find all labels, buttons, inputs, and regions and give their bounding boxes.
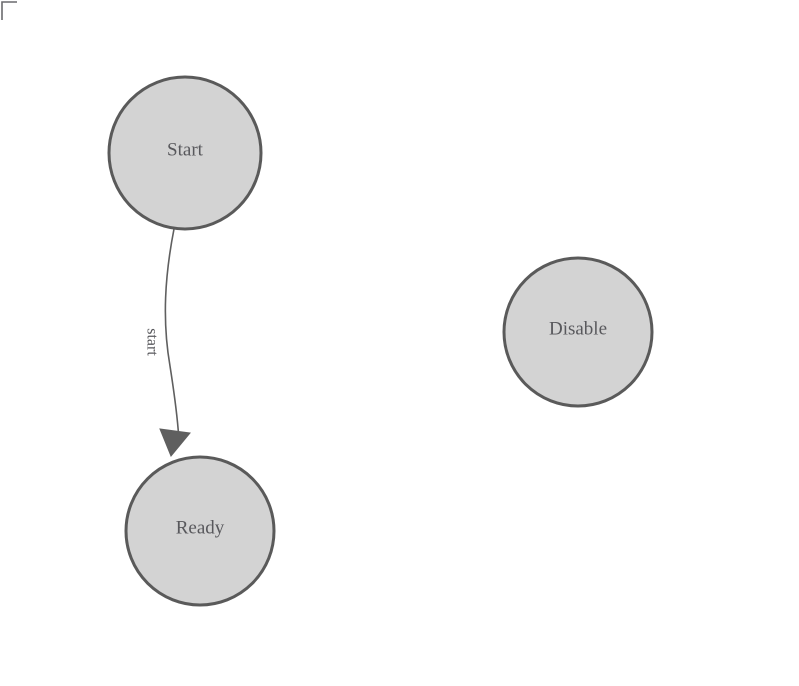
node-start[interactable]: Start [107,75,263,231]
node-disable-circle[interactable] [502,256,654,408]
edge-label-start: start [143,328,160,356]
node-start-circle[interactable] [107,75,263,231]
edge-path [164,228,180,443]
node-start-label: Start [167,139,204,160]
node-ready-circle[interactable] [124,455,276,607]
node-ready-label: Ready [176,517,225,538]
node-disable[interactable]: Disable [502,256,654,408]
arrowhead-icon [159,428,191,457]
node-ready[interactable]: Ready [124,455,276,607]
node-disable-label: Disable [549,318,607,339]
edge-start-to-ready[interactable]: start [143,228,191,457]
top-left-corner-bracket-icon [1,1,17,20]
